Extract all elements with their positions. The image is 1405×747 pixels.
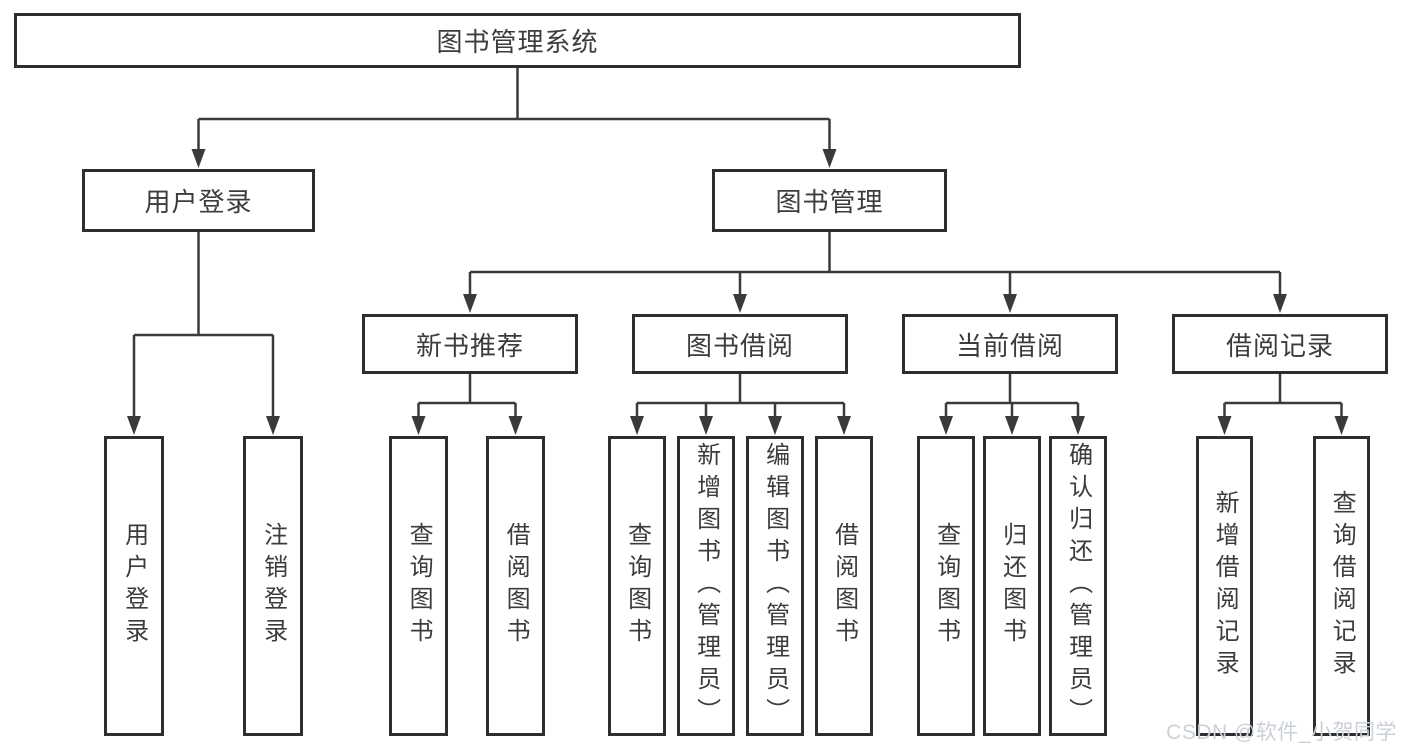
leaf-query-books-borrow: 查询图书 [608, 436, 666, 736]
leaf-borrow-books: 借阅图书 [815, 436, 873, 736]
leaf-query-borrow-record-label: 查询借阅记录 [1328, 490, 1356, 682]
node-user-login: 用户登录 [82, 169, 315, 232]
node-book-borrow: 图书借阅 [632, 314, 848, 374]
node-new-book-recommend: 新书推荐 [362, 314, 578, 374]
leaf-query-books-recommend-label: 查询图书 [405, 522, 433, 650]
node-current-borrow: 当前借阅 [902, 314, 1118, 374]
leaf-user-login-label: 用户登录 [120, 522, 148, 650]
leaf-query-books-recommend: 查询图书 [389, 436, 448, 736]
edge-borrow-records-children [1217, 374, 1349, 435]
leaf-query-books-borrow-label: 查询图书 [623, 522, 651, 650]
edge-root-to-level2 [191, 68, 837, 168]
edge-book-management-children [463, 232, 1287, 313]
leaf-edit-book-admin-label: 编辑图书（管理员） [761, 442, 789, 730]
leaf-confirm-return-admin-label: 确认归还（管理员） [1064, 442, 1092, 730]
leaf-add-borrow-record: 新增借阅记录 [1196, 436, 1253, 736]
node-root-system: 图书管理系统 [14, 13, 1021, 68]
csdn-watermark: CSDN @软件_小贺同学 [1166, 721, 1397, 744]
leaf-logout-label: 注销登录 [259, 522, 287, 650]
leaf-edit-book-admin: 编辑图书（管理员） [746, 436, 804, 736]
edge-user-login-children [127, 232, 280, 435]
leaf-borrow-books-label: 借阅图书 [830, 522, 858, 650]
leaf-add-borrow-record-label: 新增借阅记录 [1211, 490, 1239, 682]
leaf-query-borrow-record: 查询借阅记录 [1313, 436, 1370, 736]
leaf-query-books-current-label: 查询图书 [932, 522, 960, 650]
leaf-add-book-admin-label: 新增图书（管理员） [692, 442, 720, 730]
edge-book-borrow-children [630, 374, 851, 435]
leaf-add-book-admin: 新增图书（管理员） [677, 436, 735, 736]
leaf-confirm-return-admin: 确认归还（管理员） [1049, 436, 1107, 736]
node-borrow-records: 借阅记录 [1172, 314, 1388, 374]
leaf-user-login: 用户登录 [104, 436, 164, 736]
node-book-management: 图书管理 [712, 169, 947, 232]
leaf-borrow-books-recommend-label: 借阅图书 [502, 522, 530, 650]
edge-current-borrow-children [939, 374, 1085, 435]
leaf-query-books-current: 查询图书 [917, 436, 975, 736]
edge-new-book-recommend-children [411, 374, 523, 435]
leaf-return-book: 归还图书 [983, 436, 1041, 736]
leaf-return-book-label: 归还图书 [998, 522, 1026, 650]
leaf-logout: 注销登录 [243, 436, 303, 736]
leaf-borrow-books-recommend: 借阅图书 [486, 436, 545, 736]
